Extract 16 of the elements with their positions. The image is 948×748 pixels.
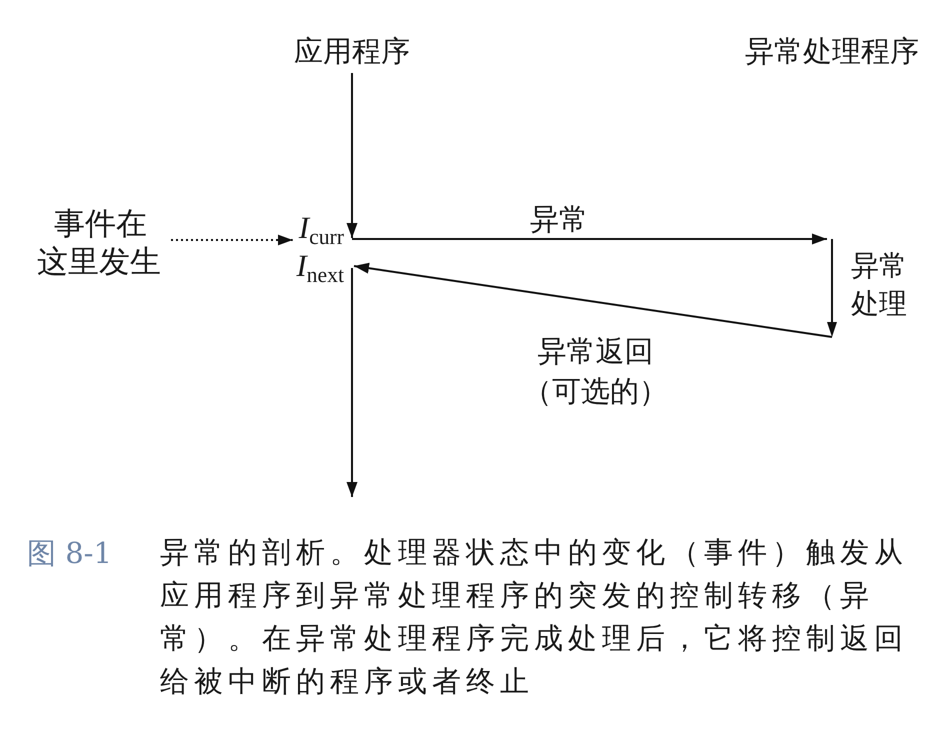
edge-label: 异常返回（可选的） — [522, 333, 669, 410]
down-arrow — [827, 239, 837, 337]
symbol-label: I$_{curr}$ — [298, 212, 344, 244]
column-heading: 应用程序 — [294, 33, 410, 69]
arrow — [346, 73, 358, 238]
arrow — [352, 234, 827, 244]
arrow — [346, 268, 358, 497]
side-label: 异常处理 — [850, 248, 908, 322]
symbol-label: I$_{next}$ — [296, 250, 344, 282]
dotted-arrow — [171, 234, 293, 246]
annotation-text: 事件在这里发生 — [36, 205, 162, 281]
column-heading: 异常处理程序 — [745, 33, 919, 69]
figure-number: 图 8-1 — [27, 535, 112, 572]
figure-caption: 异常的剖析。处理器状态中的变化（事件）触发从应用程序到异常处理程序的突发的控制转移（异常）。在异常处理程序完成处理后，它将控制返回给被中断的程序或者终止 — [160, 534, 909, 700]
edge-label: 异常 — [530, 201, 588, 237]
arrow — [354, 262, 832, 338]
